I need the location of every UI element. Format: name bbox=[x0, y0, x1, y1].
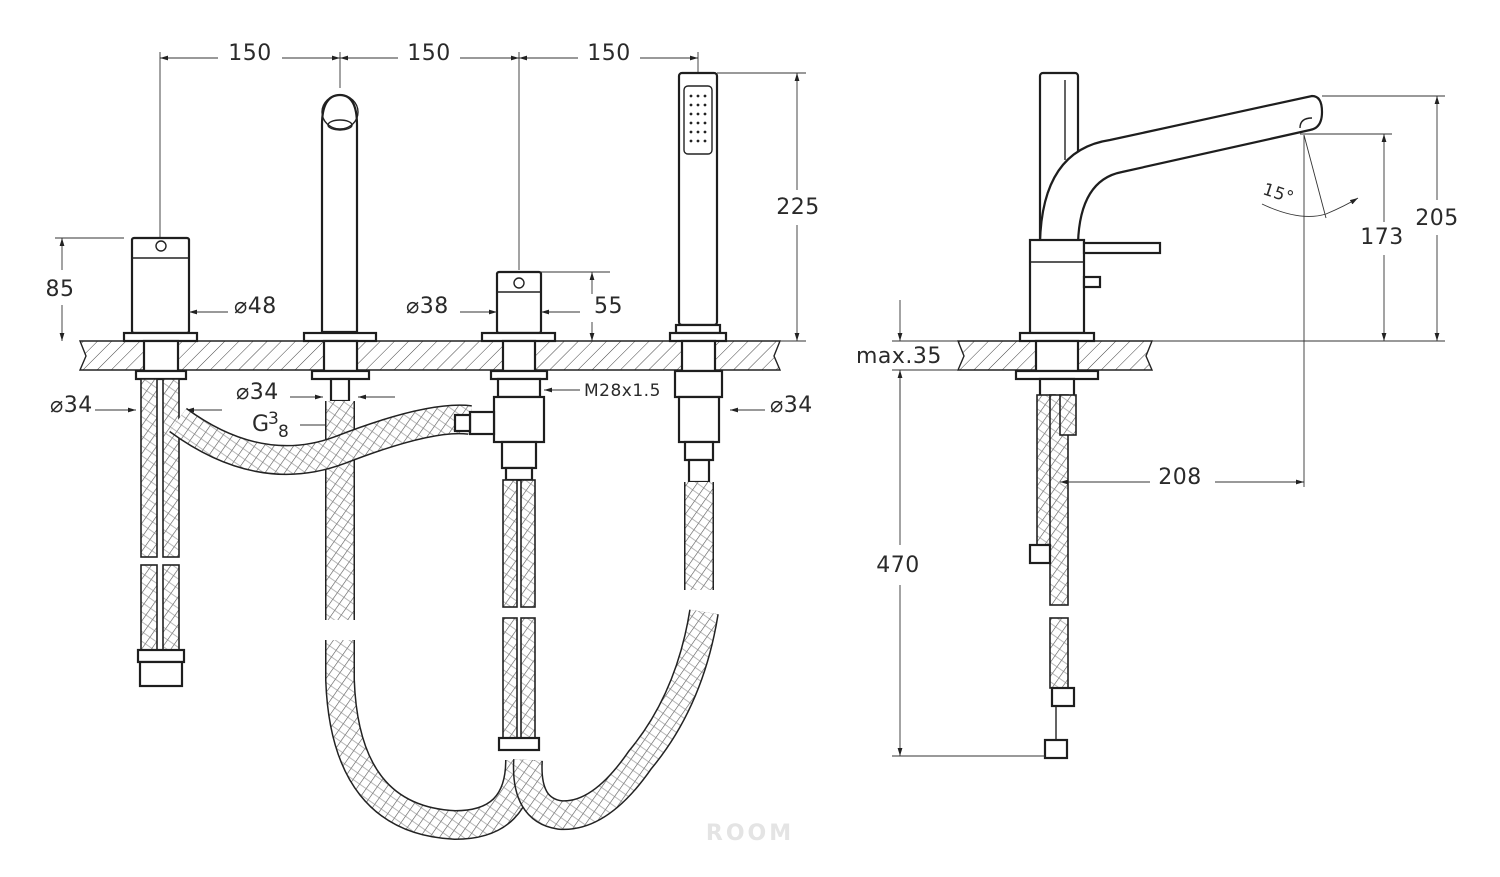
diverter-hoses bbox=[497, 479, 541, 752]
spout-angle-label: 15° bbox=[1260, 180, 1296, 209]
valve-diameter-label: ⌀38 bbox=[406, 294, 449, 319]
spout-outlet-height-label: 173 bbox=[1360, 225, 1404, 250]
side-view-faucet bbox=[1014, 71, 1324, 760]
mixer-height-label: 85 bbox=[46, 277, 75, 302]
side-view-dimensions: max.35 470 208 173 205 15° bbox=[856, 95, 1459, 757]
spout-reach-label: 208 bbox=[1158, 465, 1202, 490]
mixer-shank-label: ⌀34 bbox=[50, 393, 93, 418]
handshower-hose bbox=[512, 482, 719, 831]
handshower-dimensions: 225 ⌀34 bbox=[717, 72, 820, 418]
mixer-body bbox=[122, 236, 199, 381]
mixer-hoses bbox=[136, 378, 186, 688]
diverter-body bbox=[453, 270, 557, 482]
spout-hose bbox=[169, 401, 535, 841]
thread-g-label: G bbox=[252, 412, 270, 437]
mixer-diameter-label: ⌀48 bbox=[234, 294, 277, 319]
nozzle-dots bbox=[689, 94, 707, 143]
thread-numerator-label: 3 bbox=[268, 409, 279, 429]
mixer-dimensions: 85 ⌀48 ⌀34 bbox=[46, 237, 277, 418]
spacing-1-label: 150 bbox=[228, 41, 272, 66]
deck-slab-front bbox=[78, 340, 782, 371]
spacing-3-label: 150 bbox=[587, 41, 631, 66]
handshower-shank-label: ⌀34 bbox=[770, 393, 813, 418]
watermark-brand: ROOM bbox=[706, 821, 794, 846]
hose-length-label: 470 bbox=[876, 553, 920, 578]
spout-dimensions: ⌀34 G 3 8 bbox=[236, 380, 395, 442]
valve-height-label: 55 bbox=[594, 294, 623, 319]
handshower-height-label: 225 bbox=[776, 195, 820, 220]
diverter-dimensions: 55 ⌀38 M28x1.5 bbox=[406, 271, 661, 401]
spout-shank-label: ⌀34 bbox=[236, 380, 279, 405]
thread-denominator-label: 8 bbox=[278, 422, 289, 442]
spout-total-height-label: 205 bbox=[1415, 206, 1459, 231]
spacing-2-label: 150 bbox=[407, 41, 451, 66]
spacing-dimensions: 150 150 150 bbox=[159, 41, 699, 270]
handshower-body bbox=[668, 71, 728, 484]
deck-max-label: max.35 bbox=[856, 344, 942, 369]
thread-m-label: M28x1.5 bbox=[584, 381, 661, 401]
spout-body bbox=[302, 93, 378, 403]
